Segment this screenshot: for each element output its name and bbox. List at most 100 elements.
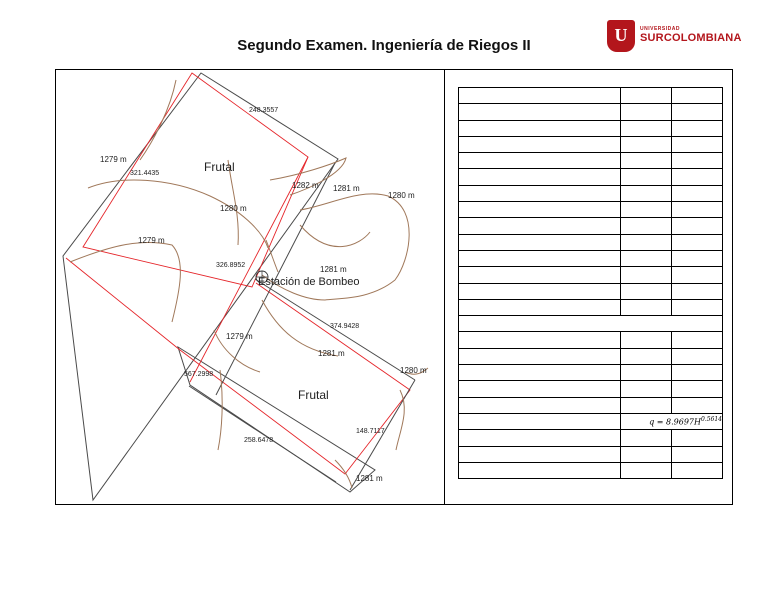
- university-logo: U UNIVERSIDAD SURCOLOMBIANA: [607, 20, 741, 54]
- property-boundary-red-2: [65, 257, 411, 475]
- table-cell: [458, 233, 621, 251]
- table-cell: [671, 282, 723, 300]
- contour-6: [261, 193, 410, 301]
- table-row: [458, 184, 723, 203]
- table-cell: [458, 380, 621, 398]
- contour-label: 1281 m: [320, 265, 347, 274]
- table-cell: [458, 461, 621, 480]
- table-cell: [458, 445, 621, 463]
- contour-12: [395, 389, 405, 451]
- table-cell: [671, 184, 723, 203]
- table-row: [458, 396, 723, 414]
- table-cell: [671, 429, 723, 447]
- frame-divider: [444, 69, 445, 505]
- table-row: [458, 249, 723, 268]
- table-cell: [458, 396, 621, 414]
- distance-label: 248.3557: [249, 107, 278, 114]
- table-cell: [620, 103, 672, 121]
- table-row: [458, 298, 723, 317]
- area-label: Frutal: [204, 160, 235, 174]
- table-cell: [671, 331, 723, 349]
- table-cell: [671, 201, 723, 219]
- table-cell: [671, 266, 723, 284]
- property-boundary-red: [82, 72, 309, 288]
- table-row: [458, 461, 723, 480]
- table-cell: [620, 282, 672, 300]
- distance-label: 321.4435: [130, 170, 159, 177]
- contour-4: [227, 159, 239, 246]
- table-row: [458, 315, 723, 333]
- table-cell: [458, 86, 621, 105]
- right-edge-gray: [349, 379, 416, 491]
- table-cell: [671, 168, 723, 186]
- contour-label: 1280 m: [388, 191, 415, 200]
- contour-label: 1279 m: [100, 155, 127, 164]
- table-cell: [458, 201, 621, 219]
- distance-label: 567.2998: [184, 371, 213, 378]
- table-cell: [458, 249, 621, 268]
- station-label: Estación de Bombeo: [258, 276, 360, 288]
- table-cell: [458, 168, 621, 186]
- logo-name: SURCOLOMBIANA: [640, 32, 742, 44]
- contour-label: 1281 m: [318, 349, 345, 358]
- contour-13: [404, 367, 429, 375]
- table-cell: [671, 135, 723, 154]
- table-cell: [671, 380, 723, 398]
- table-cell: [620, 347, 672, 366]
- table-cell: [671, 86, 723, 105]
- table-cell: [458, 331, 621, 349]
- table-row: [458, 233, 723, 251]
- table-cell: [458, 184, 621, 203]
- formula-cell: q = 8.9697H0.5614: [620, 412, 723, 431]
- table-cell: [620, 233, 672, 251]
- contour-label: 1280 m: [220, 204, 247, 213]
- table-cell: [458, 298, 621, 317]
- table-row: q = 8.9697H0.5614: [458, 412, 723, 431]
- table-cell: [620, 331, 672, 349]
- table-cell: [620, 380, 672, 398]
- contour-9: [261, 299, 339, 357]
- table-row: [458, 152, 723, 170]
- table-row: [458, 445, 723, 463]
- page-title: Segundo Examen. Ingeniería de Riegos II: [237, 37, 531, 54]
- table-cell: [671, 298, 723, 317]
- table-cell: [458, 152, 621, 170]
- exam-frame: [55, 69, 733, 505]
- table-row: [458, 266, 723, 284]
- formula-lhs: q = 8.9697: [649, 417, 695, 427]
- table-row: [458, 201, 723, 219]
- contour-11: [217, 369, 223, 451]
- table-cell: [620, 201, 672, 219]
- table-cell: [671, 461, 723, 480]
- contour-label: 1279 m: [226, 332, 253, 341]
- table-row: [458, 380, 723, 398]
- table-cell: [671, 364, 723, 382]
- table-cell: [620, 152, 672, 170]
- table-row: [458, 217, 723, 235]
- contour-7: [265, 239, 279, 273]
- table-cell: [671, 152, 723, 170]
- contour-label: 1280 m: [400, 366, 427, 375]
- table-row: [458, 135, 723, 154]
- table-row: [458, 168, 723, 186]
- table-cell: [458, 429, 621, 447]
- contour-10: [213, 329, 261, 373]
- distance-label: 326.8952: [216, 262, 245, 269]
- table-cell: [671, 396, 723, 414]
- site-map: Frutal Frutal Estación de Bombeo 1279 m …: [62, 72, 429, 502]
- table-cell: [620, 298, 672, 317]
- table-cell: [620, 135, 672, 154]
- table-cell: [620, 266, 672, 284]
- table-cell: [671, 249, 723, 268]
- contour-1: [87, 179, 269, 249]
- answer-table: q = 8.9697H0.5614: [458, 86, 723, 480]
- table-row: [458, 86, 723, 105]
- contour-8: [299, 224, 371, 247]
- distance-label: 258.6478: [244, 437, 273, 444]
- distance-label: 374.9428: [330, 323, 359, 330]
- table-cell: [620, 429, 672, 447]
- table-cell: [620, 461, 672, 480]
- table-cell: [671, 233, 723, 251]
- table-cell: [671, 217, 723, 235]
- contour-label: 1282 m: [292, 181, 319, 190]
